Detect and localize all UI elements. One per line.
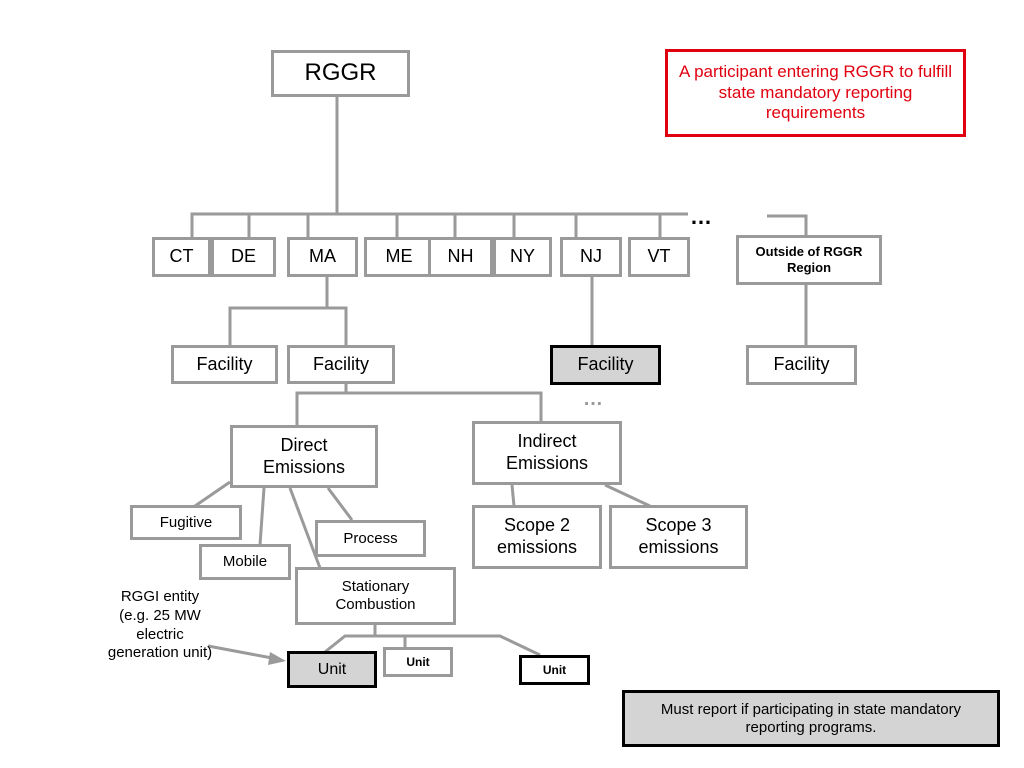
unit-box-3: Unit [519, 655, 590, 685]
facility-box-nj: Facility [550, 345, 661, 385]
process-box: Process [315, 520, 426, 557]
facility-box-outside: Facility [746, 345, 857, 385]
state-box-de: DE [211, 237, 276, 277]
outside-region-box: Outside of RGGR Region [736, 235, 882, 285]
facility-box-ma-2: Facility [287, 345, 395, 384]
state-box-me: ME [364, 237, 434, 277]
states-ellipsis: … [690, 204, 712, 229]
unit-box-rggi: Unit [287, 651, 377, 688]
facility-ellipsis: … [583, 388, 603, 410]
fugitive-box: Fugitive [130, 505, 242, 540]
stationary-combustion-box: Stationary Combustion [295, 567, 456, 625]
state-box-ma: MA [287, 237, 358, 277]
state-box-vt: VT [628, 237, 690, 277]
scope3-box: Scope 3 emissions [609, 505, 748, 569]
must-report-box: Must report if participating in state ma… [622, 690, 1000, 747]
scope2-box: Scope 2 emissions [472, 505, 602, 569]
direct-emissions-box: Direct Emissions [230, 425, 378, 488]
mobile-box: Mobile [199, 544, 291, 580]
callout-box: A participant entering RGGR to fulfill s… [665, 49, 966, 137]
indirect-emissions-box: Indirect Emissions [472, 421, 622, 485]
unit-box-2: Unit [383, 647, 453, 677]
state-box-nj: NJ [560, 237, 622, 277]
state-box-ct: CT [152, 237, 211, 277]
rggr-box: RGGR [271, 50, 410, 97]
facility-box-ma-1: Facility [171, 345, 278, 384]
state-box-ny: NY [493, 237, 552, 277]
state-box-nh: NH [428, 237, 493, 277]
rggi-entity-label: RGGI entity (e.g. 25 MW electric generat… [107, 588, 213, 662]
